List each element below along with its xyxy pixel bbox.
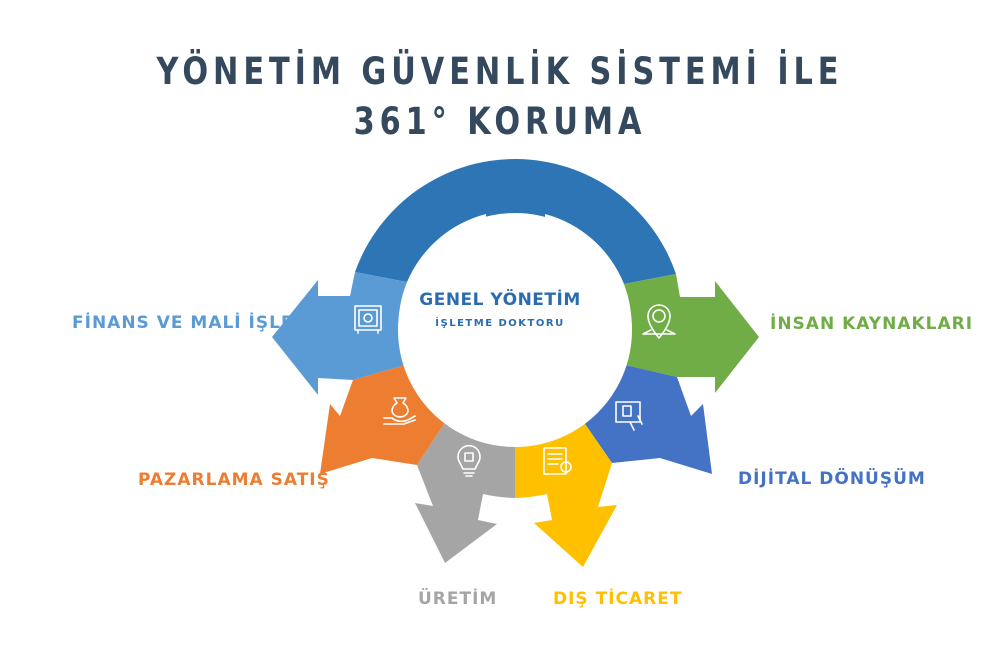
segment-insan	[624, 274, 759, 393]
center-title: GENEL YÖNETİM	[419, 290, 581, 310]
document-chart-icon	[543, 447, 572, 475]
label-dijital: DİJİTAL DÖNÜŞÜM	[738, 469, 926, 489]
center-circle	[398, 213, 632, 447]
segment-dis-ticaret	[515, 421, 617, 567]
label-pazarlama: PAZARLAMA SATIŞ	[138, 470, 330, 490]
page-title-line2: 361° KORUMA	[353, 100, 647, 143]
safe-icon	[354, 305, 382, 334]
label-uretim: ÜRETİM	[418, 589, 498, 609]
segment-dijital	[583, 365, 712, 474]
lightbulb-chip-icon	[457, 444, 481, 477]
segment-finans	[272, 272, 407, 395]
location-money-icon	[642, 304, 676, 339]
label-finans: FİNANS VE MALİ İŞLER	[72, 313, 308, 333]
segment-uretim	[415, 421, 515, 563]
page-title-line1: YÖNETİM GÜVENLİK SİSTEMİ İLE	[156, 50, 844, 93]
label-dis-ticaret: DIŞ TİCARET	[553, 589, 683, 609]
tablet-payment-icon	[615, 401, 643, 431]
label-insan-kaynaklari: İNSAN KAYNAKLARI	[770, 314, 974, 334]
center-subtitle: İŞLETME DOKTORU	[435, 318, 565, 329]
money-bag-hand-icon	[383, 397, 416, 425]
segment-pazarlama	[320, 365, 446, 474]
